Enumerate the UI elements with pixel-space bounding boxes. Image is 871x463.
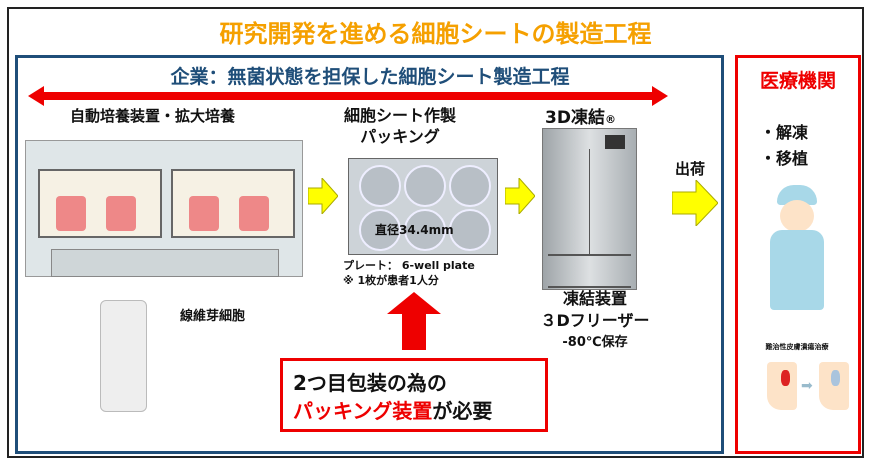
freezer-line2: ３Dフリーザー [540,311,650,330]
treatment-caption: 難治性皮膚潰瘍治療 [765,343,829,351]
cell-tube-image [100,300,147,412]
shipping-arrow-icon [672,180,718,226]
step2-label: 細胞シート作製パッキング [340,105,460,147]
step2-line1: 細胞シート作製 [343,106,456,125]
cell-label: 線維芽細胞 [180,309,246,324]
item-thaw: ・解凍 [760,123,809,142]
step3-title: 3D凍結 [545,108,605,128]
registered-mark: ® [604,113,616,126]
process-arrow [28,86,668,106]
incubator-illustration [25,140,303,277]
page-title: 研究開発を進める細胞シートの製造工程 [219,20,652,48]
plate-note: ※ 1枚が患者1人分 [343,274,439,287]
wound-treatment-illustration: ➡ [745,362,850,412]
step2-line2: パッキング [360,127,440,146]
callout-box: 2つ目包装の為の パッキング装置が必要 [280,358,548,432]
callout-rest: が必要 [432,399,493,423]
item-transplant: ・移植 [760,149,809,168]
red-up-arrow-icon [387,292,441,350]
freezer-image [542,128,637,290]
yellow-arrow-icon [308,178,338,214]
medical-items: ・解凍・移植 [760,120,808,172]
freezer-label: 凍結装置 ３Dフリーザー -80℃保存 [530,288,660,354]
shipping-label: 出荷 [675,160,706,178]
callout-line1: 2つ目包装の為の [293,371,447,395]
well-plate-image: 直径34.4mm [348,158,498,255]
outer-frame [7,7,864,458]
callout-highlight: パッキング装置 [293,399,433,423]
step3-label: 3D凍結® [545,103,616,128]
plate-label: プレート： 6-well plate [343,259,475,272]
freezer-line1: 凍結装置 [562,289,627,308]
medical-box [735,55,861,454]
step1-label: 自動培養装置・拡大培養 [70,107,236,125]
medical-title: 医療機関 [759,70,836,92]
surgeon-illustration [762,185,832,310]
storage-temp: -80℃保存 [562,335,628,350]
company-header: 企業：無菌状態を担保した細胞シート製造工程 [170,66,570,88]
plate-info: プレート： 6-well plate ※ 1枚が患者1人分 [343,258,475,288]
diameter-label: 直径34.4mm [375,223,454,237]
company-box [15,55,724,454]
yellow-arrow-icon [505,178,535,214]
